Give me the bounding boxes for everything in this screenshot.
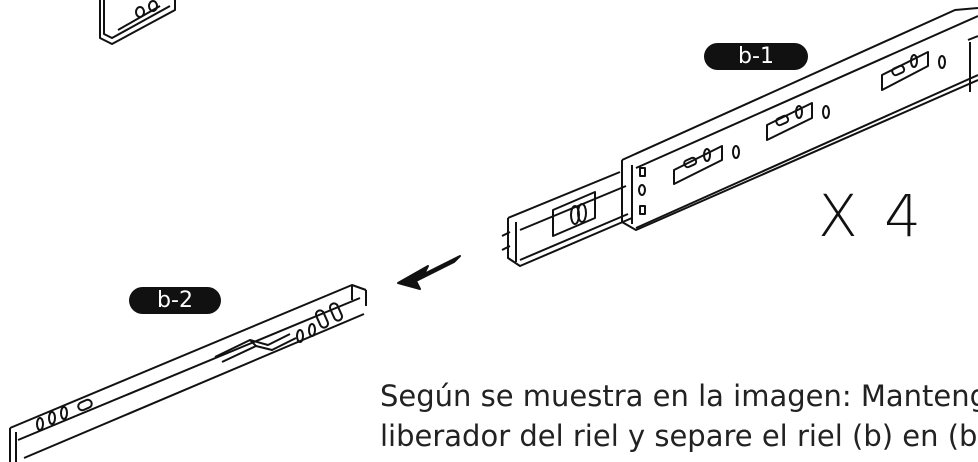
quantity-label: X 4: [818, 182, 926, 250]
rail-b2: [9, 284, 367, 462]
rail-b1: [501, 7, 978, 267]
part-label-b2: b-2: [129, 287, 221, 314]
rail-slot: [673, 145, 740, 185]
instruction-line-1: Según se muestra en la imagen: Mantenga: [380, 379, 978, 413]
instruction-text: Según se muestra en la imagen: Mantenga …: [380, 376, 978, 456]
instruction-line-2: liberador del riel y separe el riel (b) …: [380, 419, 978, 453]
part-label-b1: b-1: [704, 43, 808, 70]
rail-slot: [881, 51, 946, 91]
arrow-down-left-icon: [397, 255, 461, 290]
rail-slot: [766, 102, 830, 141]
rail-partial-top: [99, 0, 176, 45]
